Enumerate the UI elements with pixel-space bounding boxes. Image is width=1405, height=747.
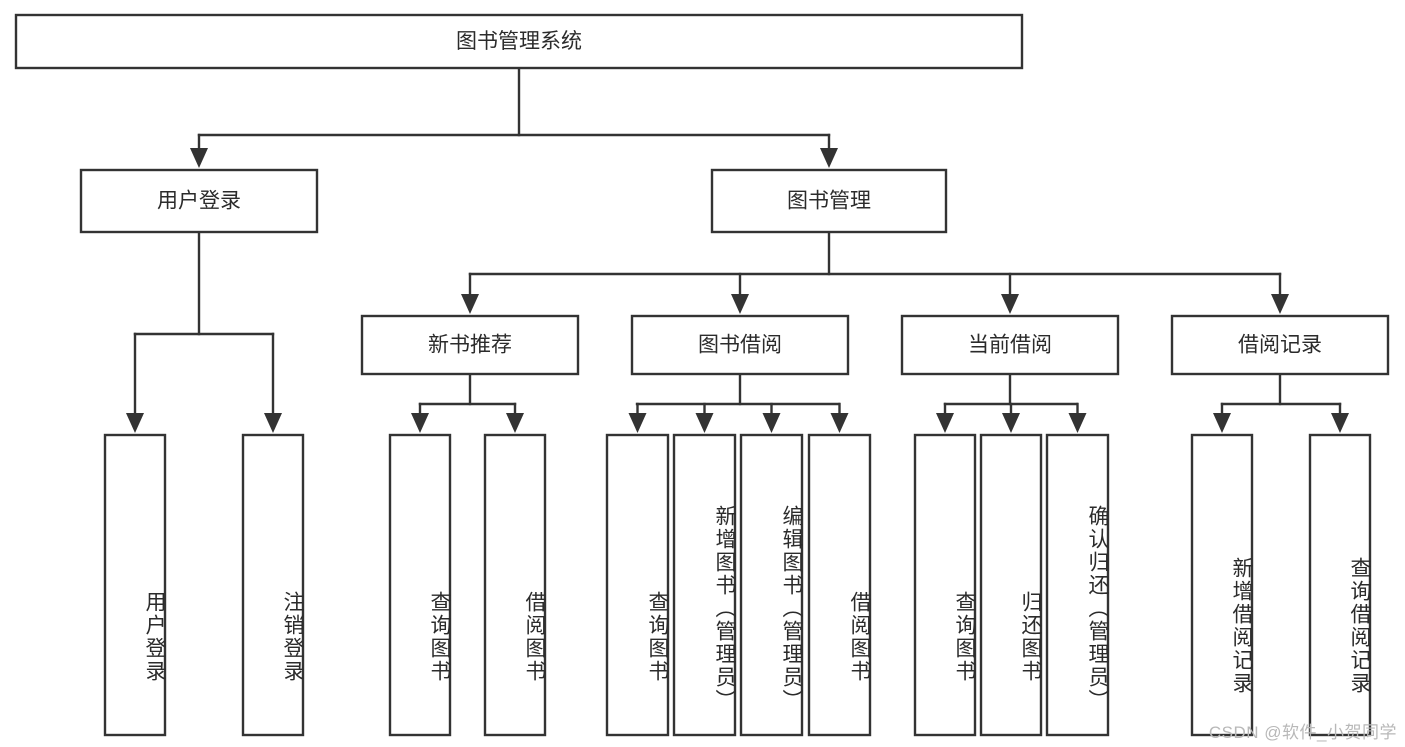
node-box-leaf-user-login[interactable] [103,433,167,737]
arrow-head [506,413,524,433]
arrow-head [820,148,838,168]
arrow-head [1213,413,1231,433]
watermark: CSDN @软件_小贺同学 [1208,723,1397,742]
node-box-root[interactable] [14,13,1024,70]
boxes-layer [14,13,1390,737]
node-box-book-manage[interactable] [710,168,948,234]
arrow-head [762,413,781,433]
node-label-new-book-recommend: 新书推荐 [428,334,512,357]
node-label-user-login: 用户登录 [157,190,241,213]
node-label-book-borrow: 图书借阅 [698,334,782,357]
arrow-head [695,413,714,433]
arrow-head [1001,294,1019,314]
node-box-book-borrow[interactable] [630,314,850,376]
node-label-borrow-record: 借阅记录 [1238,334,1322,357]
connectors-layer [126,66,1349,433]
arrow-head [264,413,282,433]
node-box-leaf-borrow-book-2[interactable] [807,433,872,737]
node-box-leaf-query-record[interactable] [1308,433,1372,737]
arrow-head [830,413,849,433]
node-box-leaf-query-book-1[interactable] [388,433,452,737]
node-box-new-book-recommend[interactable] [360,314,580,376]
node-box-borrow-record[interactable] [1170,314,1390,376]
node-label-book-manage: 图书管理 [787,190,871,213]
node-box-leaf-query-book-2[interactable] [605,433,670,737]
arrow-head [1002,413,1020,433]
node-box-leaf-query-book-3[interactable] [913,433,977,737]
arrow-head [731,294,749,314]
node-box-leaf-add-book[interactable] [672,433,737,737]
node-box-current-borrow[interactable] [900,314,1120,376]
node-label-root: 图书管理系统 [456,30,582,53]
node-box-leaf-edit-book[interactable] [739,433,804,737]
node-box-leaf-logout[interactable] [241,433,305,737]
arrow-head [461,294,479,314]
arrow-head [1271,294,1289,314]
node-box-leaf-borrow-book-1[interactable] [483,433,547,737]
arrow-head [936,413,954,433]
arrow-head [1331,413,1349,433]
arrow-head [126,413,144,433]
arrow-head [190,148,208,168]
arrow-head [1068,413,1087,433]
node-box-user-login[interactable] [79,168,319,234]
node-box-leaf-return-book[interactable] [979,433,1043,737]
arrow-head [411,413,429,433]
arrow-head [628,413,647,433]
node-label-current-borrow: 当前借阅 [968,334,1052,357]
node-box-leaf-add-record[interactable] [1190,433,1254,737]
node-box-leaf-confirm-return[interactable] [1045,433,1110,737]
